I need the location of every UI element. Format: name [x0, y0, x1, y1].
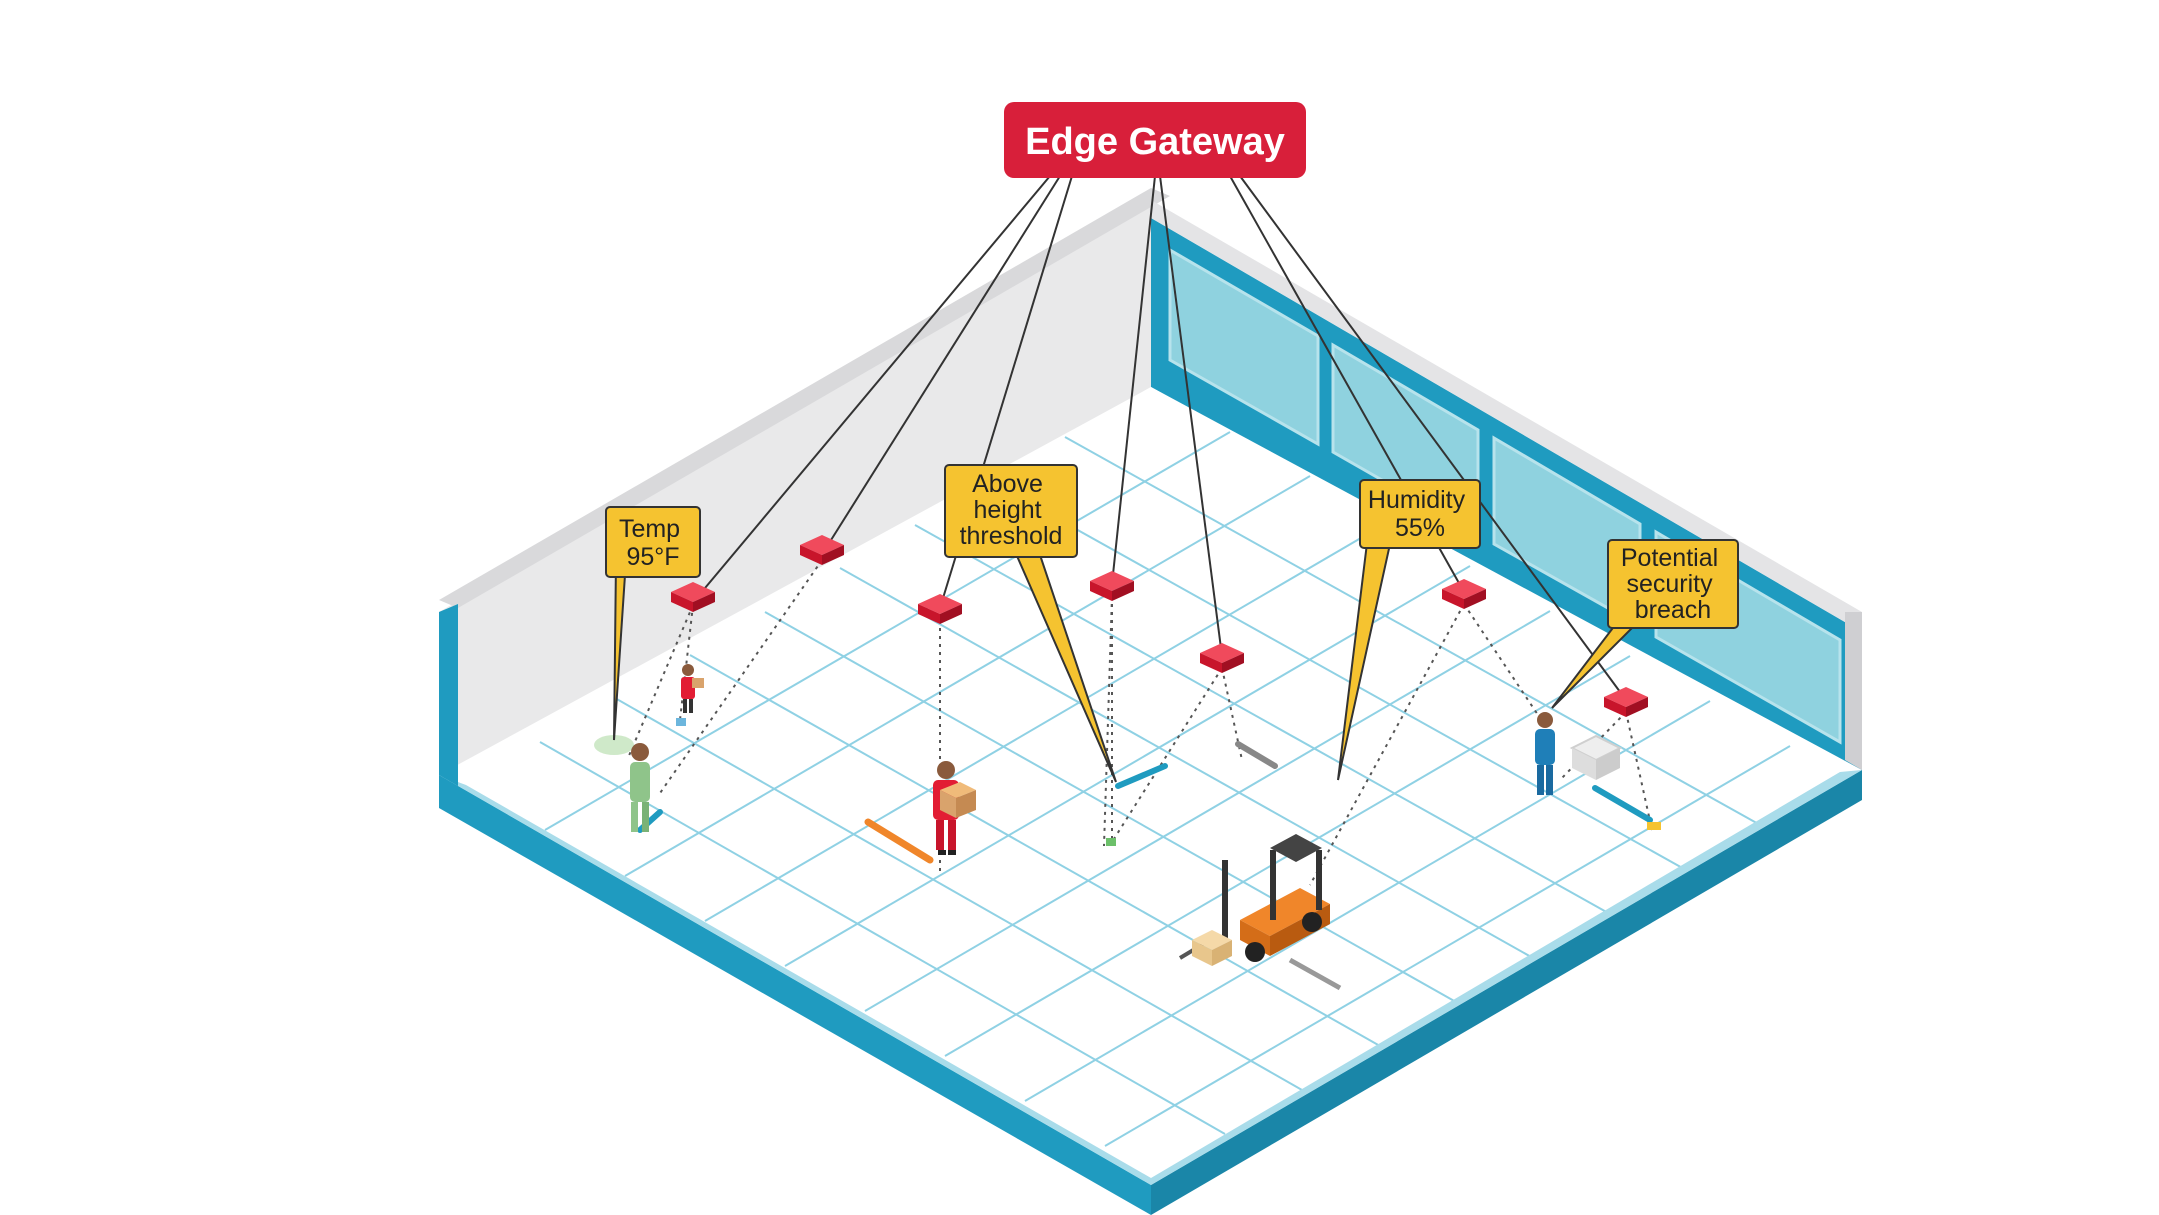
left-wall-post: [439, 604, 458, 786]
floor-grid: [539, 431, 1791, 1147]
callout-security-line3: breach: [1635, 596, 1711, 624]
sensor-icon: [918, 594, 962, 624]
callout-temp-line1: Temp: [619, 515, 680, 543]
callout-height-line3: threshold: [960, 522, 1063, 550]
svg-text:Temp 95°F: Temp 95°F: [619, 515, 687, 571]
sensor-icon: [1442, 579, 1486, 609]
worker-icon: [630, 743, 650, 832]
sensor-icon: [800, 535, 844, 565]
floor-markers: [594, 718, 1661, 864]
sensors: [671, 535, 1648, 717]
edge-gateway: Edge Gateway: [1004, 102, 1306, 178]
shadow-sensor-5: [1235, 741, 1278, 769]
callout-temp-line2: 95°F: [626, 543, 679, 571]
svg-text:Humidity 55%: Humidity 55%: [1368, 486, 1472, 542]
marker-green: [1106, 838, 1116, 846]
callout-security-line1: Potential: [1621, 544, 1718, 572]
right-back-wall-top: [1151, 200, 1862, 632]
shadow-security: [1592, 785, 1653, 823]
box-icon: [1192, 930, 1232, 966]
edge-gateway-box: [1004, 102, 1306, 178]
marker-yellow: [1647, 822, 1661, 830]
callout-humidity-line2: 55%: [1395, 514, 1445, 542]
sensor-beams: [627, 559, 1653, 886]
sensor-icon: [671, 582, 715, 612]
callout-height-line2: height: [973, 496, 1041, 524]
right-wall-post: [1845, 612, 1862, 770]
security-desk: [1569, 734, 1623, 780]
svg-text:Potential security: Potential security breach: [1621, 544, 1725, 624]
heat-spot: [594, 735, 634, 755]
sensor-icon: [1604, 687, 1648, 717]
svg-text:Above height thres: Above height threshold: [960, 470, 1063, 550]
box-icon: [940, 782, 976, 818]
front-left-wall-top: [439, 775, 1151, 1185]
front-right-wall-top: [1151, 770, 1862, 1185]
callout-security-line2: security: [1626, 570, 1713, 598]
edge-gateway-label: Edge Gateway: [1025, 121, 1285, 163]
callout-security: Potential security breach: [1551, 539, 1739, 709]
shadow-worker-2: [864, 818, 934, 864]
window-1: [1168, 247, 1320, 447]
sensor-icon: [1200, 643, 1244, 673]
room: [439, 188, 1862, 1215]
sensor-icon: [1090, 571, 1134, 601]
callout-humidity: Humidity 55%: [1337, 479, 1481, 781]
callout-height: Above height threshold: [944, 464, 1117, 783]
box-icon: [692, 678, 704, 688]
front-left-wall: [439, 775, 1151, 1215]
worker-icon: [681, 664, 704, 713]
callout-height-line1: Above: [972, 470, 1043, 498]
callout-temp: Temp 95°F: [605, 506, 701, 741]
floor: [466, 387, 1840, 1178]
callout-humidity-line1: Humidity: [1368, 486, 1466, 514]
forklift-icon: [1178, 834, 1342, 991]
worker-icon: [1535, 712, 1555, 795]
workers: [630, 664, 1623, 855]
worker-icon: [933, 761, 976, 855]
shadow-height: [1115, 763, 1168, 789]
front-right-wall: [1151, 770, 1862, 1215]
marker-blue: [676, 718, 686, 726]
